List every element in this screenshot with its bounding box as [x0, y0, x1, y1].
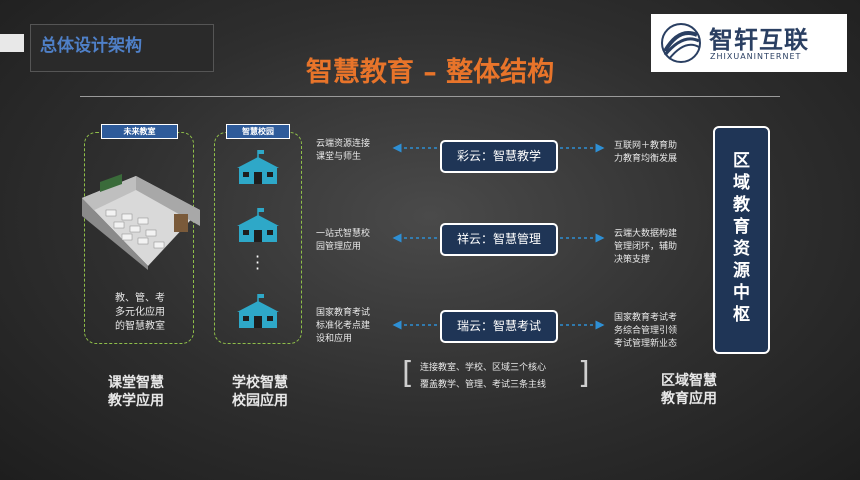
school-label-line: 学校智慧 [232, 375, 288, 391]
logo: 智轩互联 ZHIXUANINTERNET [651, 14, 847, 72]
cloud-management-button[interactable]: 祥云：智慧管理 [440, 223, 558, 256]
hub-char: 教 [733, 195, 750, 215]
region-label-line: 教育应用 [661, 391, 717, 407]
row3-right-note: 国家教育考试考 务综合管理引领 考试管理新业态 [614, 312, 677, 351]
classroom-note-line: 多元化应用 [115, 307, 165, 318]
main-title: 智慧教育 – 整体结构 [305, 57, 555, 88]
classroom-tab: 未来教室 [101, 124, 178, 139]
school-building-icon [237, 294, 279, 328]
note-line: 课堂与师生 [316, 152, 362, 162]
note-line: 云端大数据构建 [614, 229, 678, 239]
classroom-note-line: 的智慧教室 [115, 321, 165, 332]
hub-char: 育 [733, 217, 750, 237]
row1-left-note: 云端资源连接 课堂与师生 [316, 138, 370, 164]
note-line: 务综合管理引领 [614, 326, 678, 336]
header-title: 总体设计架构 [40, 36, 142, 56]
classroom-label: 课堂智慧 教学应用 [108, 374, 164, 410]
hub-char: 枢 [733, 305, 750, 325]
regional-resource-hub[interactable]: 区 域 教 育 资 源 中 枢 [713, 126, 770, 354]
title-divider [80, 96, 780, 97]
note-line: 互联网＋教育助 [614, 141, 678, 151]
hub-char: 区 [733, 151, 750, 171]
row1-right-note: 互联网＋教育助 力教育均衡发展 [614, 140, 677, 166]
classroom-label-line: 教学应用 [108, 393, 164, 409]
row3-left-note: 国家教育考试 标准化考点建 设和应用 [316, 307, 370, 346]
note-line: 云端资源连接 [316, 139, 371, 149]
school-building-icon [237, 150, 279, 184]
center-note-line: 连接教室、学校、区域三个核心 [420, 363, 547, 373]
center-note-line: 覆盖教学、管理、考试三条主线 [420, 380, 547, 390]
hub-char: 域 [733, 173, 750, 193]
school-building-icon [237, 208, 279, 242]
right-bracket: ] [578, 356, 590, 391]
row2-left-note: 一站式智慧校 园管理应用 [316, 228, 370, 254]
note-line: 标准化考点建 [316, 321, 371, 331]
cloud-teaching-button[interactable]: 彩云：智慧教学 [440, 140, 558, 173]
hub-char: 资 [733, 239, 750, 259]
left-bracket: [ [402, 356, 414, 391]
classroom-illustration [82, 173, 200, 270]
more-dots-icon: ··· [255, 247, 261, 278]
classroom-label-line: 课堂智慧 [108, 375, 164, 391]
logo-text-cn: 智轩互联 [709, 26, 809, 54]
region-label: 区域智慧 教育应用 [661, 372, 717, 408]
note-line: 设和应用 [316, 334, 353, 344]
note-line: 力教育均衡发展 [614, 154, 678, 164]
center-note: 连接教室、学校、区域三个核心 覆盖教学、管理、考试三条主线 [420, 360, 546, 394]
logo-text-en: ZHIXUANINTERNET [710, 52, 802, 61]
note-line: 一站式智慧校 [316, 229, 371, 239]
header-box [30, 24, 214, 72]
note-line: 考试管理新业态 [614, 339, 678, 349]
note-line: 国家教育考试考 [614, 313, 678, 323]
row2-right-note: 云端大数据构建 管理闭环，辅助 决策支撑 [614, 228, 677, 267]
region-label-line: 区域智慧 [661, 373, 717, 389]
note-line: 决策支撑 [614, 255, 651, 265]
school-label-line: 校园应用 [232, 393, 288, 409]
school-tab: 智慧校园 [226, 124, 290, 139]
hub-char: 中 [733, 283, 750, 303]
note-line: 国家教育考试 [316, 308, 371, 318]
hub-char: 源 [733, 261, 750, 281]
note-line: 园管理应用 [316, 242, 362, 252]
hub-text: 区 域 教 育 资 源 中 枢 [715, 150, 768, 326]
classroom-note: 教、管、考 多元化应用 的智慧教室 [92, 292, 188, 334]
cloud-exam-button[interactable]: 瑞云：智慧考试 [440, 310, 558, 343]
classroom-note-line: 教、管、考 [115, 293, 165, 304]
school-label: 学校智慧 校园应用 [232, 374, 288, 410]
note-line: 管理闭环，辅助 [614, 242, 678, 252]
header-accent [0, 34, 24, 52]
logo-mark-icon [661, 23, 701, 63]
